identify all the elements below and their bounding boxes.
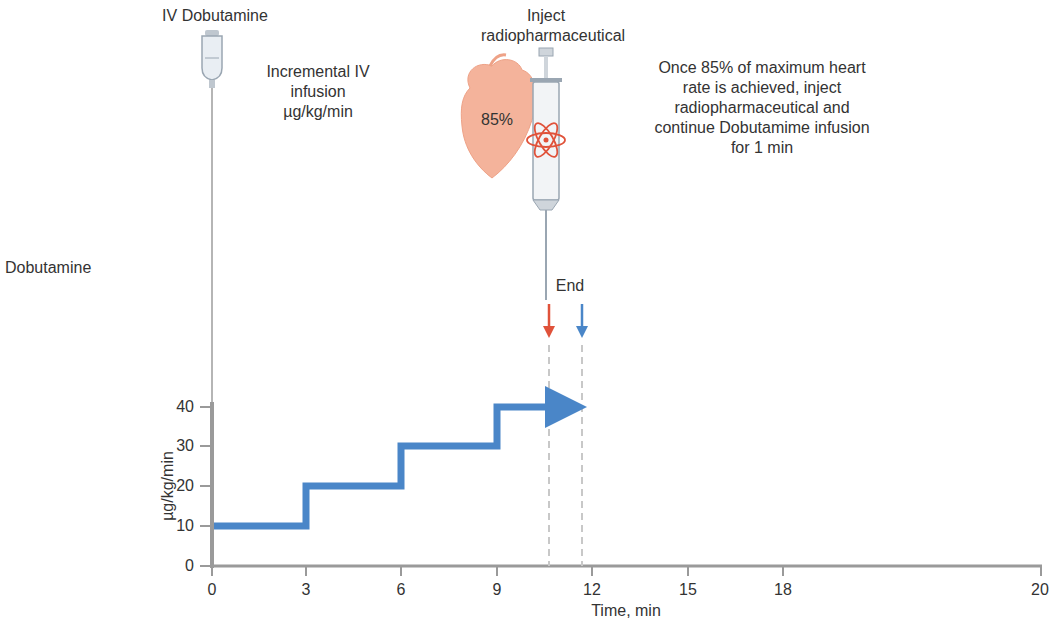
tick-label: 12 bbox=[577, 580, 607, 600]
axis-title: µg/kg/min bbox=[158, 436, 178, 536]
tick-label: 0 bbox=[154, 556, 194, 576]
tick-label: 9 bbox=[482, 580, 512, 600]
tick-label: 6 bbox=[386, 580, 416, 600]
heart-icon bbox=[461, 55, 536, 178]
heading: Inject radiopharmaceutical bbox=[481, 6, 611, 46]
tick-label: 40 bbox=[154, 397, 194, 417]
axis-title: Time, min bbox=[566, 601, 686, 621]
tick-label: 15 bbox=[673, 580, 703, 600]
syringe-icon bbox=[527, 48, 565, 300]
heading: IV Dobutamine bbox=[150, 6, 280, 26]
tick-label: 0 bbox=[197, 580, 227, 600]
infusion-steps bbox=[214, 407, 566, 526]
tick-label: 20 bbox=[1025, 580, 1055, 600]
tick-label: 3 bbox=[291, 580, 321, 600]
heart-label: 85% bbox=[472, 110, 522, 130]
axes bbox=[200, 402, 1042, 576]
note: Incremental IV infusion µg/kg/min bbox=[262, 62, 374, 122]
side-label: Dobutamine bbox=[5, 258, 115, 278]
marker-arrows bbox=[543, 304, 588, 338]
marker-label: End bbox=[550, 276, 590, 296]
tick-label: 18 bbox=[768, 580, 798, 600]
iv-bag bbox=[202, 30, 222, 404]
note: Once 85% of maximum heart rate is achiev… bbox=[651, 58, 873, 158]
dashed-marker bbox=[549, 345, 582, 566]
